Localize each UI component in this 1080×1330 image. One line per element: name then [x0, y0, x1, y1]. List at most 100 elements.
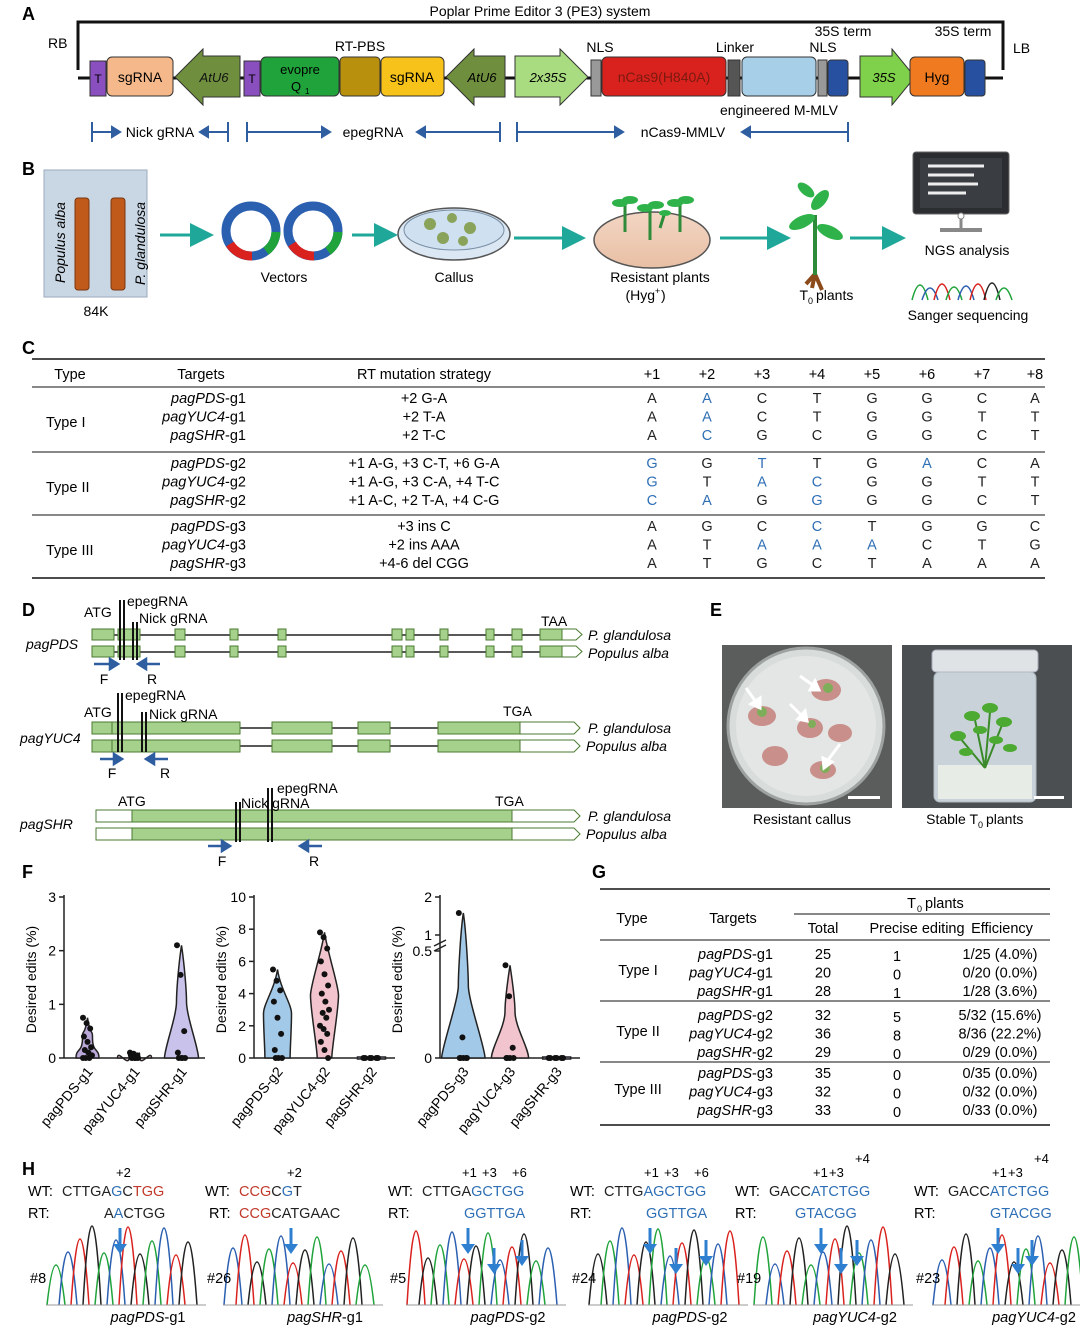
panel-c-base: G	[1029, 538, 1040, 554]
panel-g-gene: pagPDS	[697, 1066, 752, 1082]
panel-c-base: T	[1031, 475, 1040, 491]
panel-g-total: 32	[815, 1008, 831, 1024]
panel-c-base: A	[702, 493, 712, 509]
panel-c-base: C	[977, 391, 987, 407]
chromatogram-peak	[235, 1234, 255, 1306]
panel-g-header-t0: T	[907, 896, 916, 912]
nick-grna-label: Nick gRNA	[126, 124, 195, 140]
nls-label: NLS	[586, 39, 613, 55]
panel-c-header-2: RT mutation strategy	[357, 367, 492, 383]
panel-c-base: C	[922, 538, 932, 554]
panel-c-gene: pagSHR	[169, 428, 225, 444]
panel-c-base: C	[647, 493, 657, 509]
panel-g-gene: pagSHR	[696, 1103, 752, 1119]
hyg-plus-label: (Hyg	[625, 287, 655, 303]
panel-d: D pagPDS ATG epegRNA	[19, 593, 671, 869]
panel-b-label: B	[22, 159, 35, 179]
resistant-callus-photo	[722, 645, 892, 808]
wt-segment: CCG	[239, 1184, 271, 1200]
panel-g-target: pagSHR-g3	[696, 1103, 773, 1119]
data-point	[179, 1055, 186, 1061]
sgrna-block-2	[380, 56, 445, 97]
panel-g-target: pagYUC4-g3	[688, 1085, 773, 1101]
panel-c-base: T	[1031, 428, 1040, 444]
chromatogram-peak	[319, 1263, 339, 1306]
chromatogram-peak	[873, 1226, 893, 1306]
chromatogram-peak	[490, 1259, 510, 1306]
rt-sequence: GTACGG	[990, 1206, 1052, 1222]
wt-sequence: GACCATCTGG	[769, 1184, 870, 1200]
35s-term-label-2: 35S term	[935, 23, 992, 39]
data-point	[83, 1020, 90, 1027]
wt-sequence: CTTGAGCTGG	[62, 1184, 164, 1200]
panel-c-strategy: +1 A-G, +3 C-A, +4 T-C	[349, 475, 500, 491]
panel-g-gene: pagPDS	[697, 1008, 752, 1024]
panel-g-efficiency: 1/25 (4.0%)	[963, 947, 1038, 963]
chromatogram-peak	[355, 1264, 375, 1306]
y-tick-label: 2	[424, 889, 432, 905]
rt-label: RT:	[570, 1206, 592, 1222]
chromatogram-peak	[514, 1233, 534, 1306]
linker-label: Linker	[716, 39, 754, 55]
panel-g-header-eff: Efficiency	[971, 921, 1034, 937]
data-point	[279, 1055, 285, 1061]
data-point	[132, 1055, 139, 1061]
atu6-promoter-arrow	[174, 47, 241, 107]
rt-segment: A	[282, 1206, 292, 1222]
ncas9-block	[601, 56, 727, 97]
y-axis-label: Desired edits (%)	[389, 926, 405, 1033]
panel-c-suffix: -g3	[225, 556, 246, 572]
panel-c-suffix: -g3	[225, 538, 246, 554]
panel-g-precise: 0	[893, 1105, 901, 1121]
position-label: +2	[116, 1165, 131, 1180]
data-point	[455, 910, 462, 916]
chromatogram-peak	[502, 1246, 522, 1306]
chromatogram-peak	[720, 1230, 740, 1306]
t0-sub: 0	[808, 296, 813, 306]
panel-c-header-3: +1	[644, 367, 661, 383]
panel-c-base: T	[1031, 493, 1040, 509]
panel-c-base: G	[921, 410, 932, 426]
panel-g-gene: pagSHR	[696, 984, 752, 1000]
glandulosa-stem	[110, 197, 126, 291]
pagpds-f-primer: F	[100, 671, 109, 687]
rt-pbs-block	[339, 56, 381, 97]
trace-gene: pagPDS	[652, 1310, 707, 1326]
data-point	[177, 971, 184, 978]
position-label: +1	[462, 1165, 477, 1180]
data-point	[80, 1014, 86, 1021]
panel-c-base: T	[813, 410, 822, 426]
data-point	[547, 1055, 554, 1061]
trace-target-label: pagYUC4-g2	[991, 1310, 1076, 1326]
panel-g-gene: pagYUC4	[688, 966, 752, 982]
trace-target-label: pagPDS-g2	[470, 1310, 546, 1326]
chromatogram-peak	[956, 1233, 976, 1306]
terminator-block	[89, 60, 107, 97]
rt-segment: GTACGG	[990, 1206, 1052, 1222]
panel-g-header-type: Type	[616, 911, 647, 927]
panel-g-precise: 0	[893, 1047, 901, 1063]
chromatogram-peak	[331, 1250, 351, 1306]
pagshr-stop-label: TGA	[495, 793, 524, 809]
panel-c-header-5: +3	[754, 367, 771, 383]
panel-g-total: 25	[815, 947, 831, 963]
panel-d-label: D	[22, 600, 35, 620]
data-point	[270, 966, 276, 973]
trace-suffix: -g2	[876, 1310, 897, 1326]
wt-segment: G	[282, 1184, 293, 1200]
y-tick-label: 10	[230, 889, 246, 905]
data-point	[560, 1055, 567, 1061]
position-label: +3	[829, 1165, 844, 1180]
panel-c-strategy: +3 ins C	[397, 519, 451, 535]
wt-segment: GACC	[948, 1184, 990, 1200]
trace-target-label: pagPDS-g1	[110, 1310, 186, 1326]
panel-g-suffix: -g1	[752, 984, 773, 1000]
wt-label: WT:	[735, 1184, 760, 1200]
chromatogram-peak	[1064, 1236, 1080, 1306]
panel-h-label: H	[22, 1159, 35, 1179]
chromatogram-peak	[526, 1260, 546, 1306]
panel-g-type-2: Type III	[614, 1082, 662, 1098]
rt-sequence: AACTGG	[104, 1206, 165, 1222]
chromatogram-peak	[789, 1237, 809, 1306]
chromatogram-peak	[801, 1264, 821, 1306]
